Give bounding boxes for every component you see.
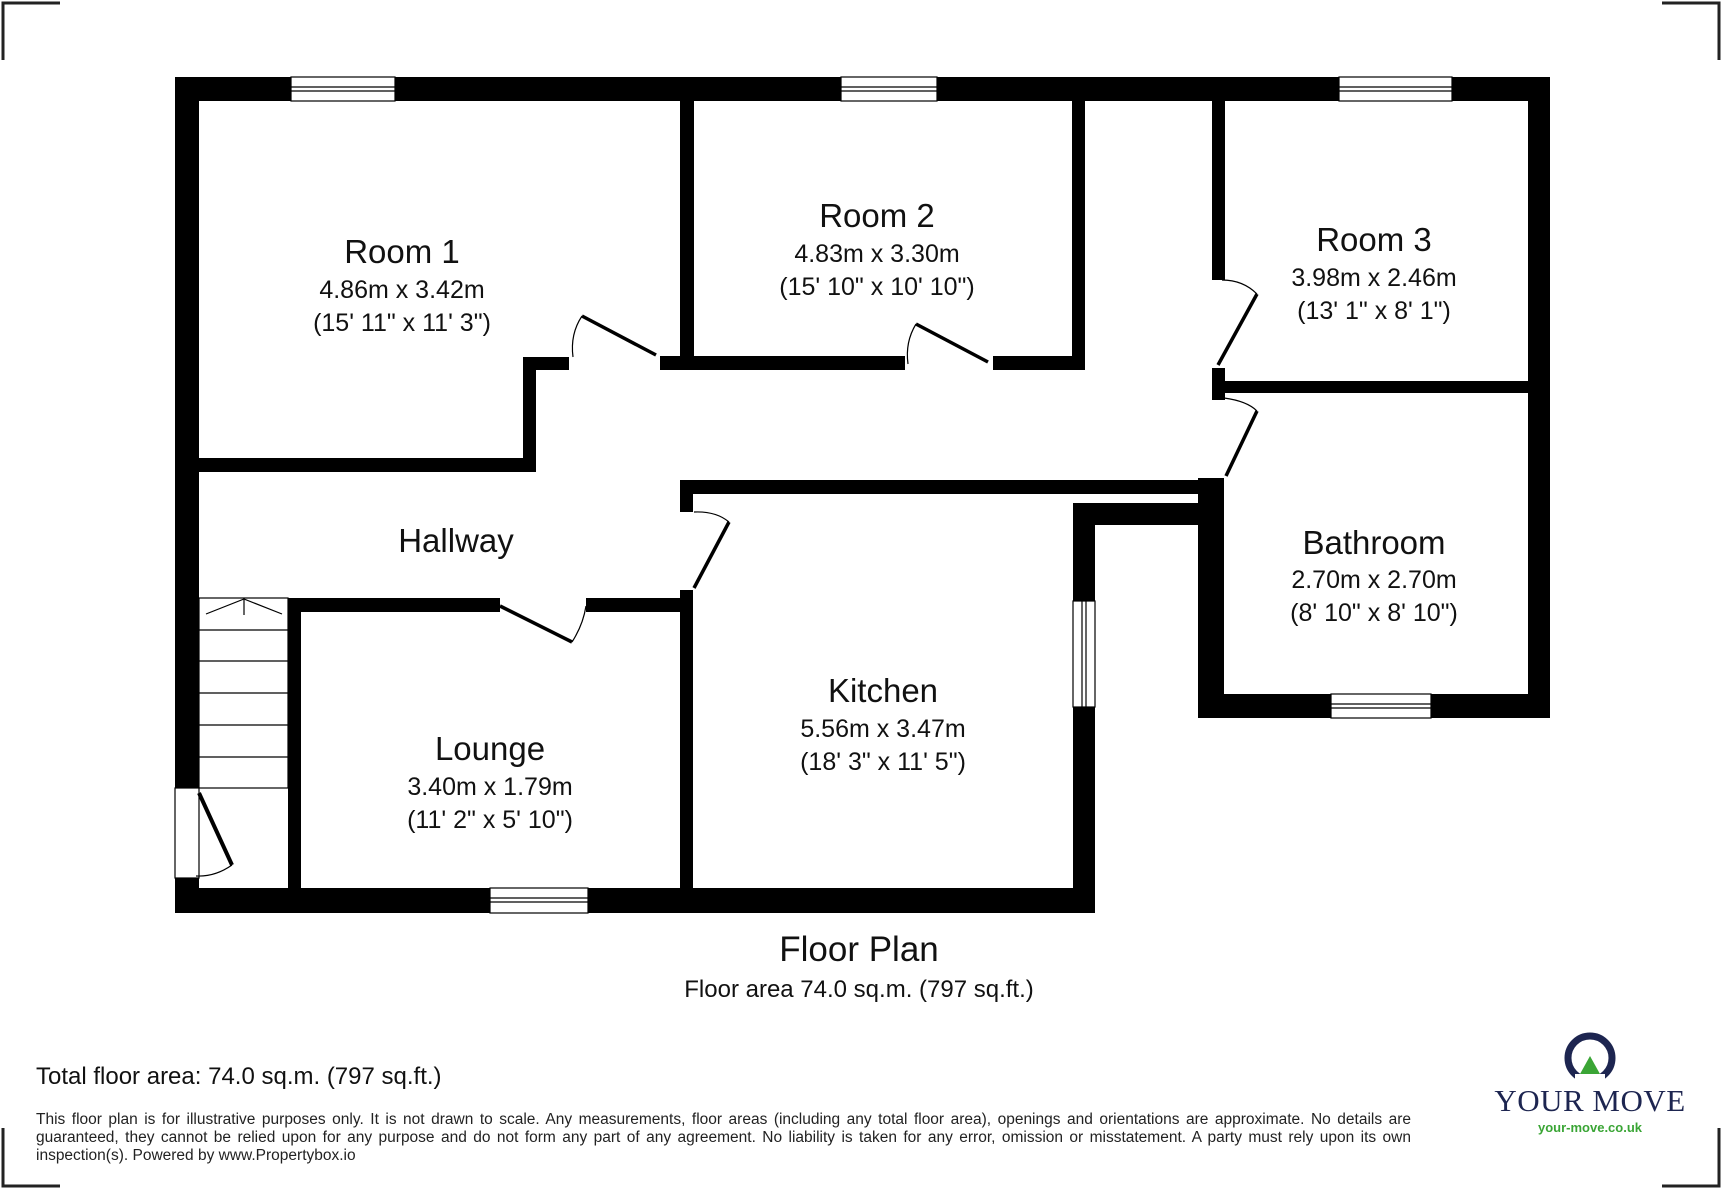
svg-text:5.56m x 3.47m: 5.56m x 3.47m — [800, 715, 965, 743]
room-label-room1: Room 1 4.86m x 3.42m (15' 11" x 11' 3") — [313, 233, 491, 337]
svg-text:(8' 10" x 8' 10"): (8' 10" x 8' 10") — [1290, 599, 1458, 627]
wall-lounge-top-left — [288, 598, 500, 612]
wall-lounge-top-right — [586, 598, 691, 612]
windows — [290, 76, 1453, 914]
room-label-room3: Room 3 3.98m x 2.46m (13' 1" x 8' 1") — [1291, 221, 1456, 325]
door-lounge — [499, 604, 587, 644]
wall-lounge-left — [288, 598, 301, 900]
wall-room2-bottom-left — [660, 356, 905, 370]
svg-text:(15' 11" x 11' 3"): (15' 11" x 11' 3") — [313, 309, 491, 337]
window-kitchen — [1072, 600, 1096, 708]
brand-name: YOUR MOVE — [1494, 1083, 1686, 1118]
door-room3 — [1216, 279, 1259, 366]
svg-text:Room 2: Room 2 — [819, 197, 935, 234]
wall-room1-notch-top — [523, 357, 569, 370]
wall-room2-right — [1072, 100, 1085, 370]
wall-room3-stub — [1212, 368, 1225, 400]
window-room1 — [290, 76, 396, 102]
wall-kitchen-left-stub — [680, 480, 693, 512]
room-label-bathroom: Bathroom 2.70m x 2.70m (8' 10" x 8' 10") — [1290, 524, 1458, 627]
door-bathroom — [1223, 397, 1259, 477]
window-room3 — [1338, 76, 1453, 102]
svg-text:(13' 1" x 8' 1"): (13' 1" x 8' 1") — [1297, 297, 1451, 325]
room-label-hallway: Hallway — [398, 522, 514, 559]
wall-kitchen-left — [680, 590, 693, 900]
wall-room1-bottom — [199, 458, 536, 472]
interior-doors — [499, 279, 1259, 644]
svg-text:Room 1: Room 1 — [344, 233, 460, 270]
plan-title: Floor Plan — [779, 930, 939, 969]
wall-left — [175, 77, 199, 913]
plan-area: Floor area 74.0 sq.m. (797 sq.ft.) — [684, 976, 1034, 1003]
wall-kitchen-right — [1073, 503, 1095, 913]
room-label-lounge: Lounge 3.40m x 1.79m (11' 2" x 5' 10") — [407, 730, 573, 834]
window-lounge — [489, 887, 589, 914]
door-room2 — [906, 322, 989, 365]
svg-text:4.83m x 3.30m: 4.83m x 3.30m — [794, 240, 959, 268]
wall-step — [1073, 503, 1198, 525]
total-floor-area: Total floor area: 74.0 sq.m. (797 sq.ft.… — [36, 1063, 442, 1090]
stairs — [198, 597, 289, 789]
door-room1 — [571, 314, 657, 358]
wall-bottom — [175, 888, 1095, 913]
wall-right — [1528, 77, 1550, 718]
svg-text:3.40m x 1.79m: 3.40m x 1.79m — [407, 773, 572, 801]
door-kitchen — [692, 511, 731, 589]
svg-text:Lounge: Lounge — [435, 730, 545, 767]
wall-kitchen-top — [680, 480, 1223, 494]
svg-text:(15' 10" x 10' 10"): (15' 10" x 10' 10") — [779, 273, 974, 301]
brand-url[interactable]: your-move.co.uk — [1537, 1120, 1643, 1135]
wall-bathroom-left — [1198, 478, 1224, 718]
your-move-logo-icon — [1564, 1032, 1616, 1084]
svg-text:Kitchen: Kitchen — [828, 672, 938, 709]
room-label-kitchen: Kitchen 5.56m x 3.47m (18' 3" x 11' 5") — [800, 672, 966, 776]
svg-text:2.70m x 2.70m: 2.70m x 2.70m — [1291, 566, 1456, 594]
entrance-door — [174, 787, 234, 879]
wall-room3-bathroom — [1224, 381, 1529, 393]
wall-room3-left — [1212, 100, 1225, 280]
svg-text:Hallway: Hallway — [398, 522, 514, 559]
svg-text:Bathroom: Bathroom — [1302, 524, 1445, 561]
svg-text:4.86m x 3.42m: 4.86m x 3.42m — [319, 276, 484, 304]
wall-room2-bottom-right — [993, 356, 1085, 370]
room-label-room2: Room 2 4.83m x 3.30m (15' 10" x 10' 10") — [779, 197, 974, 301]
window-bathroom — [1330, 693, 1432, 719]
svg-text:Room 3: Room 3 — [1316, 221, 1432, 258]
wall-room1-room2 — [680, 100, 694, 362]
svg-text:3.98m x 2.46m: 3.98m x 2.46m — [1291, 264, 1456, 292]
disclaimer-text: This floor plan is for illustrative purp… — [36, 1111, 1411, 1164]
svg-text:(18' 3" x 11' 5"): (18' 3" x 11' 5") — [800, 748, 966, 776]
svg-text:(11' 2" x 5' 10"): (11' 2" x 5' 10") — [407, 806, 573, 834]
wall-room1-notch — [523, 357, 536, 472]
window-room2 — [840, 76, 938, 102]
